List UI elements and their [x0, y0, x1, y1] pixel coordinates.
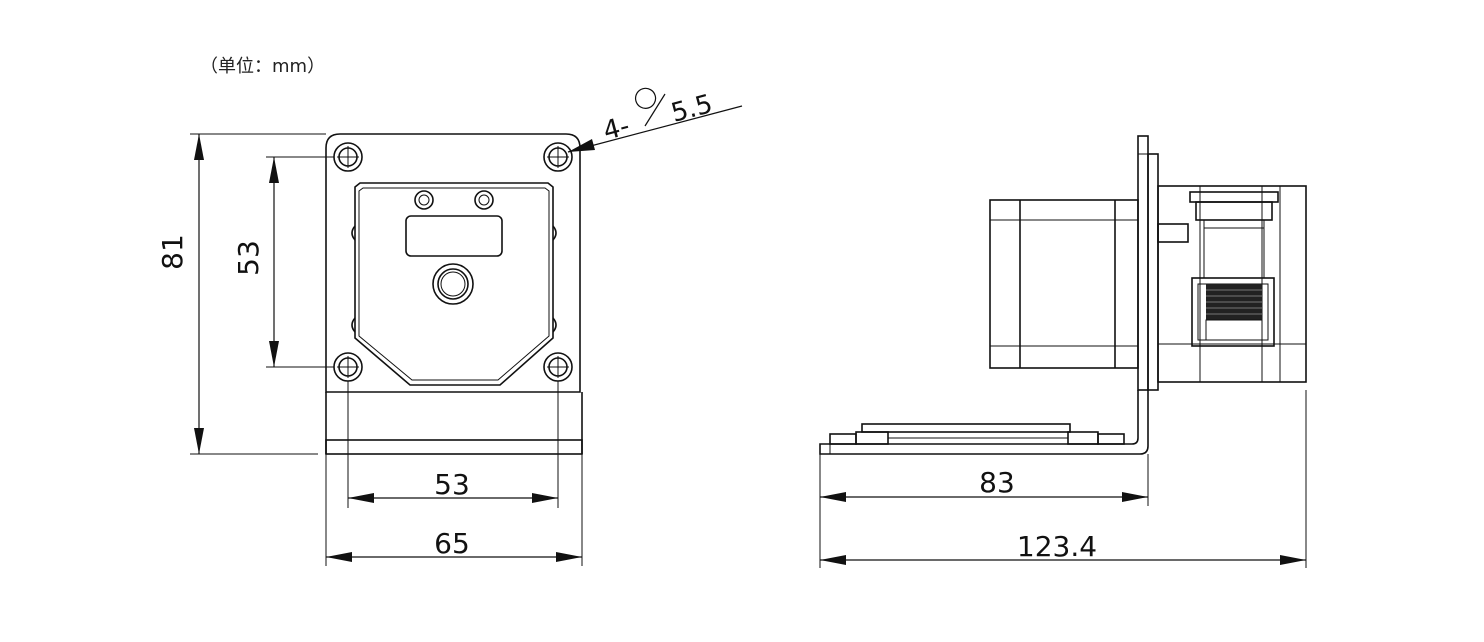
side-base-plate — [829, 423, 1125, 445]
side-bracket-vertical — [1137, 135, 1149, 391]
dim-height-holes-label: 53 — [232, 240, 265, 276]
side-stepper-motor — [989, 199, 1139, 369]
dim-width-holes: 53 — [347, 381, 559, 508]
dim-total-length-label: 123.4 — [1017, 530, 1097, 563]
front-mount-plate — [325, 133, 581, 393]
side-pump-head — [1157, 185, 1307, 383]
hole-callout: 4- 5.5 — [567, 87, 743, 153]
dim-total-length: 123.4 — [820, 390, 1307, 568]
mount-hole-bottom-left — [333, 352, 363, 382]
front-pump-housing — [354, 182, 554, 386]
side-view: 83 123.4 — [819, 135, 1307, 568]
dim-height-holes: 53 — [232, 156, 334, 368]
dim-base-length: 83 — [819, 454, 1149, 568]
dim-width-total: 65 — [325, 454, 583, 566]
hole-callout-count: 4- — [600, 111, 633, 147]
dim-height-total: 81 — [156, 133, 326, 455]
mount-hole-bottom-right — [543, 352, 573, 382]
hole-callout-diameter: 5.5 — [668, 89, 716, 129]
dim-width-holes-label: 53 — [434, 468, 470, 501]
front-base-flange — [325, 439, 583, 455]
front-label-window — [405, 215, 503, 257]
side-bracket-base — [819, 390, 1149, 455]
front-top-screw-right — [474, 190, 494, 210]
front-top-screw-left — [414, 190, 434, 210]
units-note: （单位：mm） — [200, 56, 326, 77]
front-center-shaft — [432, 263, 474, 305]
mount-hole-top-right — [543, 142, 573, 172]
mount-hole-top-left — [333, 142, 363, 172]
dim-width-total-label: 65 — [434, 527, 470, 560]
dim-base-length-label: 83 — [979, 466, 1015, 499]
front-view: 4- 5.5 81 53 — [156, 87, 743, 566]
dim-height-total-label: 81 — [156, 234, 189, 270]
